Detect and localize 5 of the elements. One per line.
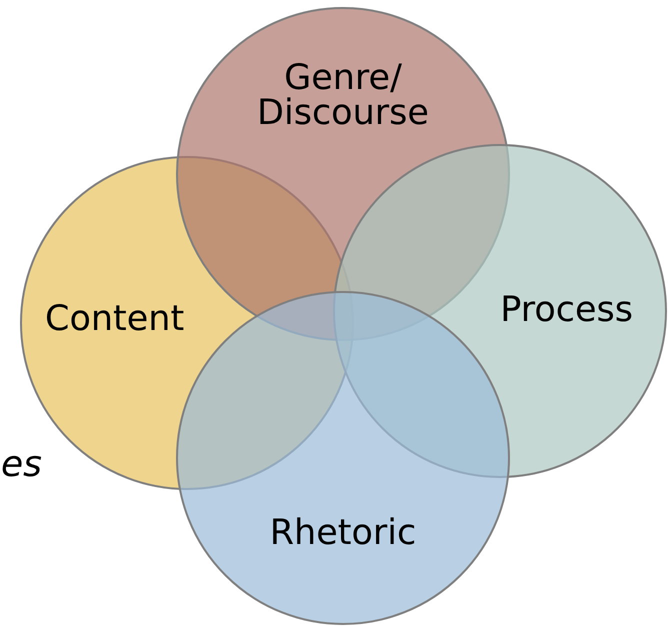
circle-label: Content	[45, 298, 184, 341]
note-text: es	[1, 443, 42, 487]
circle-label: Rhetoric	[270, 512, 416, 554]
circle-label: Process	[500, 288, 633, 332]
circle-label: Genre/ Discourse	[256, 61, 430, 131]
